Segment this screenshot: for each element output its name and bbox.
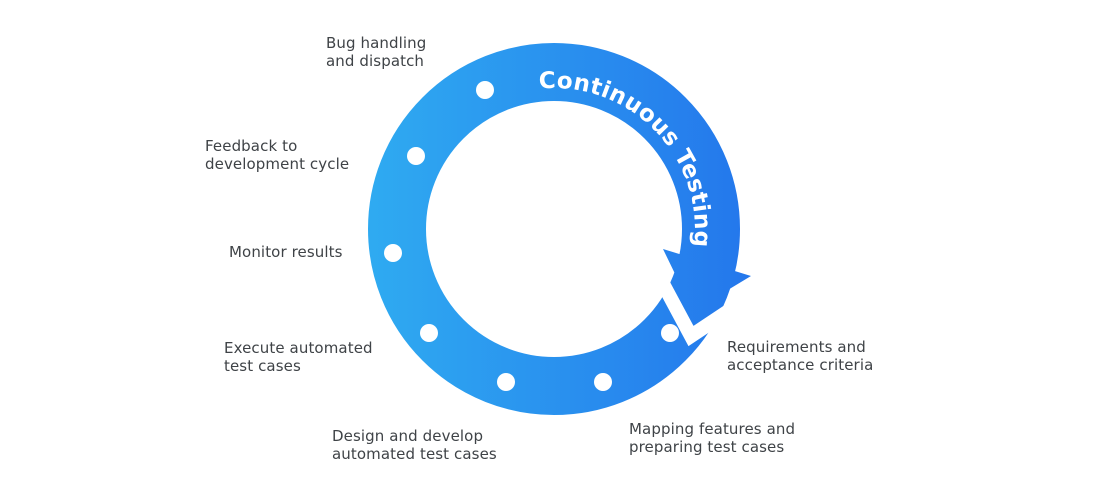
step-label-monitor: Monitor results — [229, 243, 343, 261]
step-label-mapping: Mapping features and preparing test case… — [629, 420, 796, 456]
arrow-head-icon — [663, 249, 751, 311]
step-dot-feedback — [407, 147, 425, 165]
step-dot-design — [497, 373, 515, 391]
step-label-execute: Execute automated test cases — [224, 339, 373, 375]
step-dot-execute — [420, 324, 438, 342]
step-dot-bug — [476, 81, 494, 99]
step-label-bug: Bug handling and dispatch — [326, 34, 427, 70]
step-label-requirements: Requirements and acceptance criteria — [727, 338, 874, 374]
ring-gap-notch — [639, 248, 761, 347]
step-label-design: Design and develop automated test cases — [332, 427, 497, 463]
step-label-feedback: Feedback to development cycle — [205, 137, 350, 173]
step-dot-monitor — [384, 244, 402, 262]
cycle-ring — [368, 43, 740, 415]
step-dot-mapping — [594, 373, 612, 391]
step-dot-requirements — [661, 324, 679, 342]
